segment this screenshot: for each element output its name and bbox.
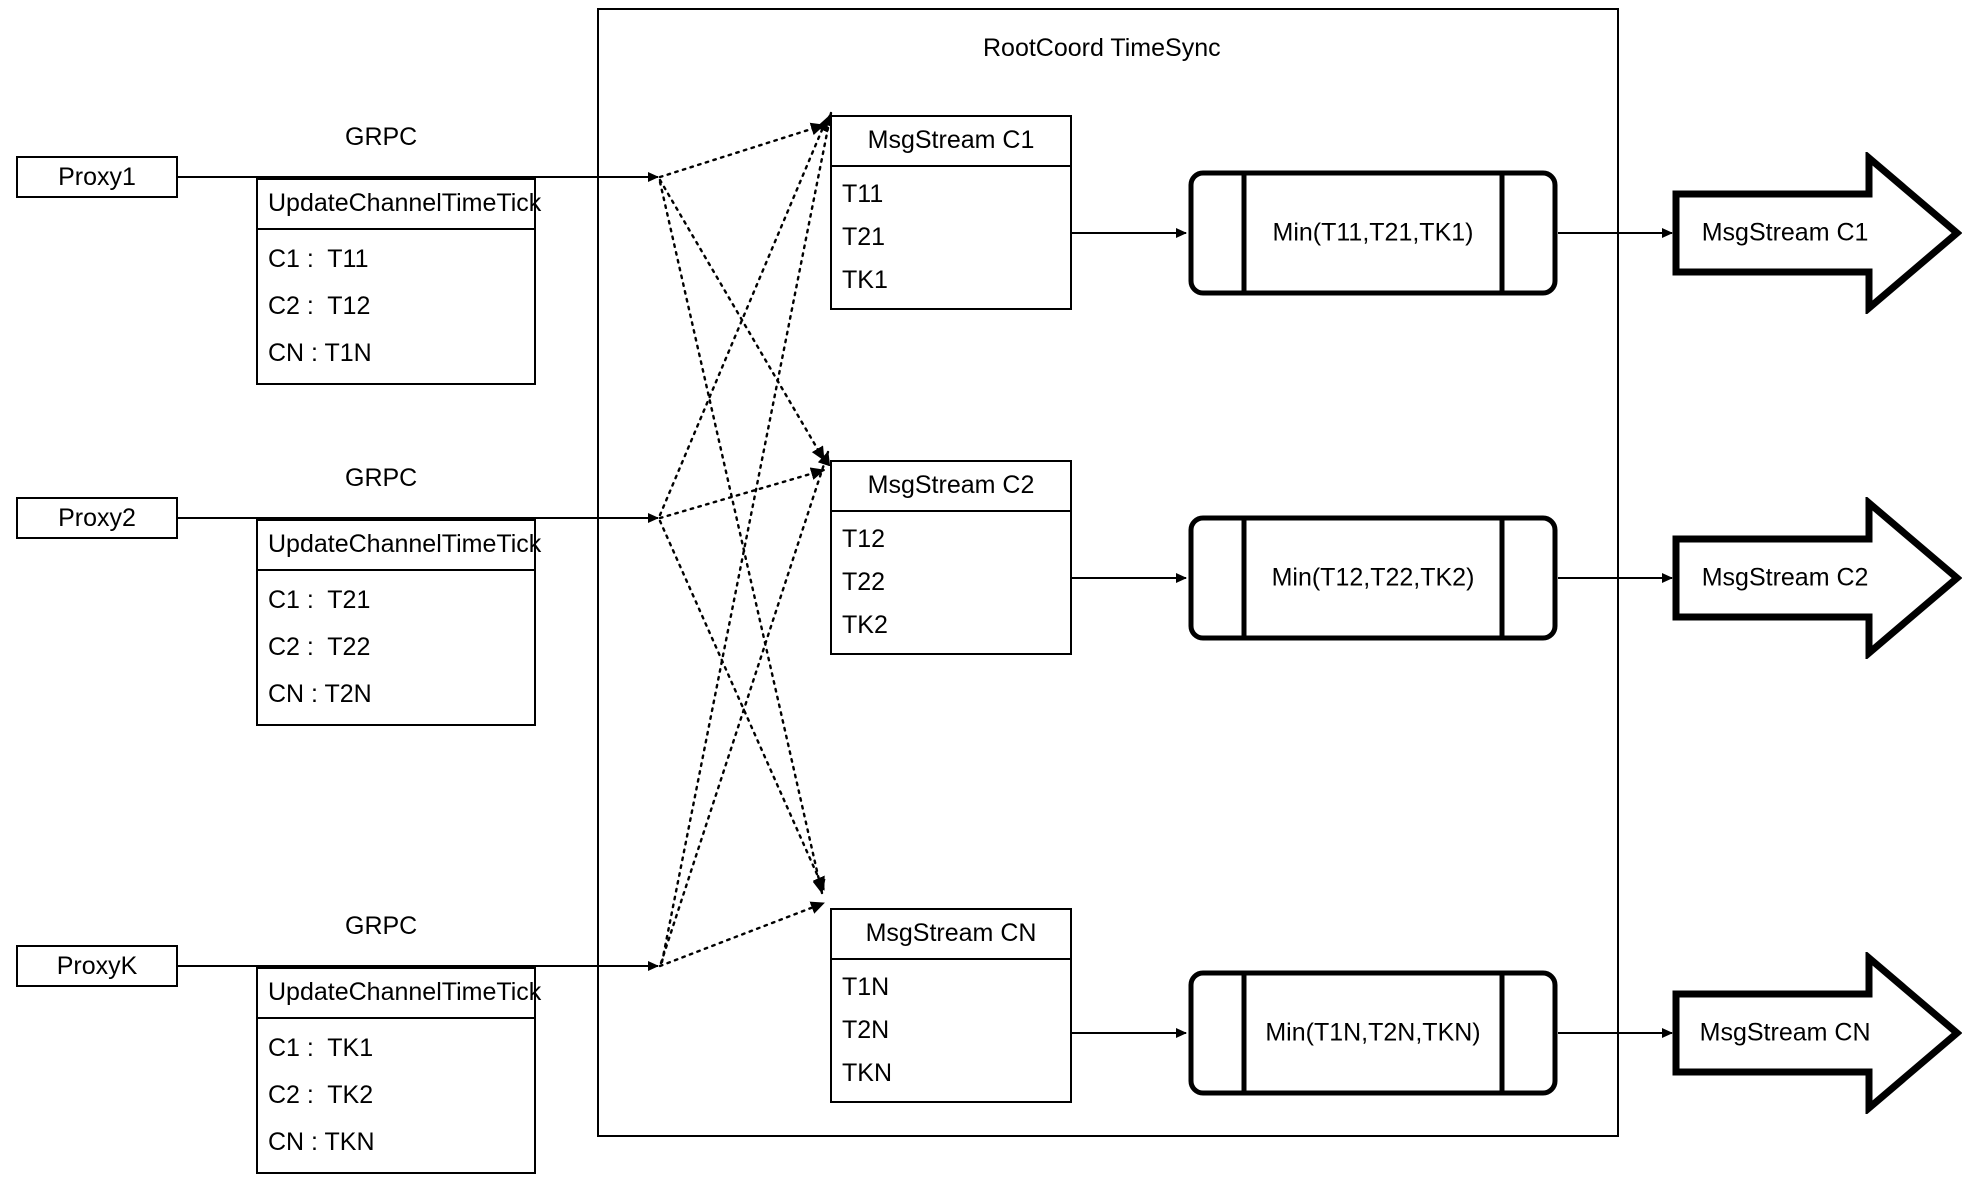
- proxy-box-2[interactable]: Proxy2: [16, 497, 178, 539]
- msgstream-box-c2: MsgStream C2 T12 T22 TK2: [830, 460, 1072, 655]
- min-process-cn: Min(T1N,T2N,TKN): [1188, 970, 1558, 1096]
- update-channel-timetick-box-k: UpdateChannelTimeTick C1 : TK1 C2 : TK2 …: [256, 967, 541, 1174]
- msgstream-row: T1N: [842, 972, 890, 1001]
- output-blockarrow-label: MsgStream CN: [1699, 1018, 1871, 1047]
- container-title: RootCoord TimeSync: [983, 34, 1221, 62]
- msgstream-row: T21: [842, 222, 886, 251]
- msgstream-title: MsgStream CN: [832, 910, 1070, 960]
- msgstream-row: T11: [842, 179, 884, 208]
- uctt-row: C2 : TK2: [268, 1080, 374, 1109]
- proxy-label: Proxy2: [58, 503, 136, 532]
- output-blockarrow-c1: MsgStream C1: [1672, 150, 1963, 316]
- uctt-row: CN : T2N: [268, 679, 372, 708]
- uctt-rows: C1 : T21 C2 : T22 CN : T2N: [258, 571, 534, 724]
- msgstream-box-cn: MsgStream CN T1N T2N TKN: [830, 908, 1072, 1103]
- msgstream-box-c1: MsgStream C1 T11 T21 TK1: [830, 115, 1072, 310]
- predefined-process-shape: [1188, 515, 1558, 641]
- grpc-label-1: GRPC: [345, 123, 418, 151]
- uctt-title: UpdateChannelTimeTick: [258, 521, 541, 571]
- block-arrow-shape: [1672, 950, 1963, 1116]
- msgstream-row: TK2: [842, 610, 888, 639]
- msgstream-title: MsgStream C1: [832, 117, 1070, 167]
- proxy-label: Proxy1: [58, 162, 136, 191]
- msgstream-row: T2N: [842, 1015, 890, 1044]
- uctt-row: C1 : T11: [268, 244, 369, 273]
- uctt-row: C2 : T22: [268, 632, 371, 661]
- output-blockarrow-label: MsgStream C2: [1701, 563, 1869, 592]
- predefined-process-shape: [1188, 970, 1558, 1096]
- uctt-title: UpdateChannelTimeTick: [258, 969, 541, 1019]
- uctt-row: C2 : T12: [268, 291, 371, 320]
- predefined-process-shape: [1188, 170, 1558, 296]
- msgstream-row: TK1: [842, 265, 888, 294]
- min-process-c1: Min(T11,T21,TK1): [1188, 170, 1558, 296]
- grpc-label-k: GRPC: [345, 912, 418, 940]
- uctt-title: UpdateChannelTimeTick: [258, 180, 541, 230]
- block-arrow-shape: [1672, 495, 1963, 661]
- msgstream-rows: T11 T21 TK1: [832, 167, 1070, 308]
- uctt-row: C1 : T21: [268, 585, 371, 614]
- min-process-c2: Min(T12,T22,TK2): [1188, 515, 1558, 641]
- output-blockarrow-cn: MsgStream CN: [1672, 950, 1963, 1116]
- msgstream-row: TKN: [842, 1058, 892, 1087]
- block-arrow-shape: [1672, 150, 1963, 316]
- msgstream-row: T12: [842, 524, 886, 553]
- uctt-row: CN : T1N: [268, 338, 372, 367]
- uctt-rows: C1 : TK1 C2 : TK2 CN : TKN: [258, 1019, 534, 1172]
- update-channel-timetick-box-2: UpdateChannelTimeTick C1 : T21 C2 : T22 …: [256, 519, 541, 726]
- uctt-row: C1 : TK1: [268, 1033, 374, 1062]
- update-channel-timetick-box-1: UpdateChannelTimeTick C1 : T11 C2 : T12 …: [256, 178, 541, 385]
- uctt-rows: C1 : T11 C2 : T12 CN : T1N: [258, 230, 534, 383]
- output-blockarrow-label: MsgStream C1: [1701, 218, 1869, 247]
- msgstream-rows: T12 T22 TK2: [832, 512, 1070, 653]
- output-blockarrow-c2: MsgStream C2: [1672, 495, 1963, 661]
- rootcoord-timesync-container: [597, 8, 1619, 1137]
- proxy-label: ProxyK: [56, 951, 138, 980]
- proxy-box-1[interactable]: Proxy1: [16, 156, 178, 198]
- grpc-label-2: GRPC: [345, 464, 418, 492]
- msgstream-rows: T1N T2N TKN: [832, 960, 1070, 1101]
- min-process-label: Min(T11,T21,TK1): [1272, 218, 1474, 247]
- min-process-label: Min(T12,T22,TK2): [1271, 563, 1475, 592]
- proxy-box-k[interactable]: ProxyK: [16, 945, 178, 987]
- msgstream-row: T22: [842, 567, 886, 596]
- min-process-label: Min(T1N,T2N,TKN): [1265, 1018, 1481, 1047]
- uctt-row: CN : TKN: [268, 1127, 375, 1156]
- msgstream-title: MsgStream C2: [832, 462, 1070, 512]
